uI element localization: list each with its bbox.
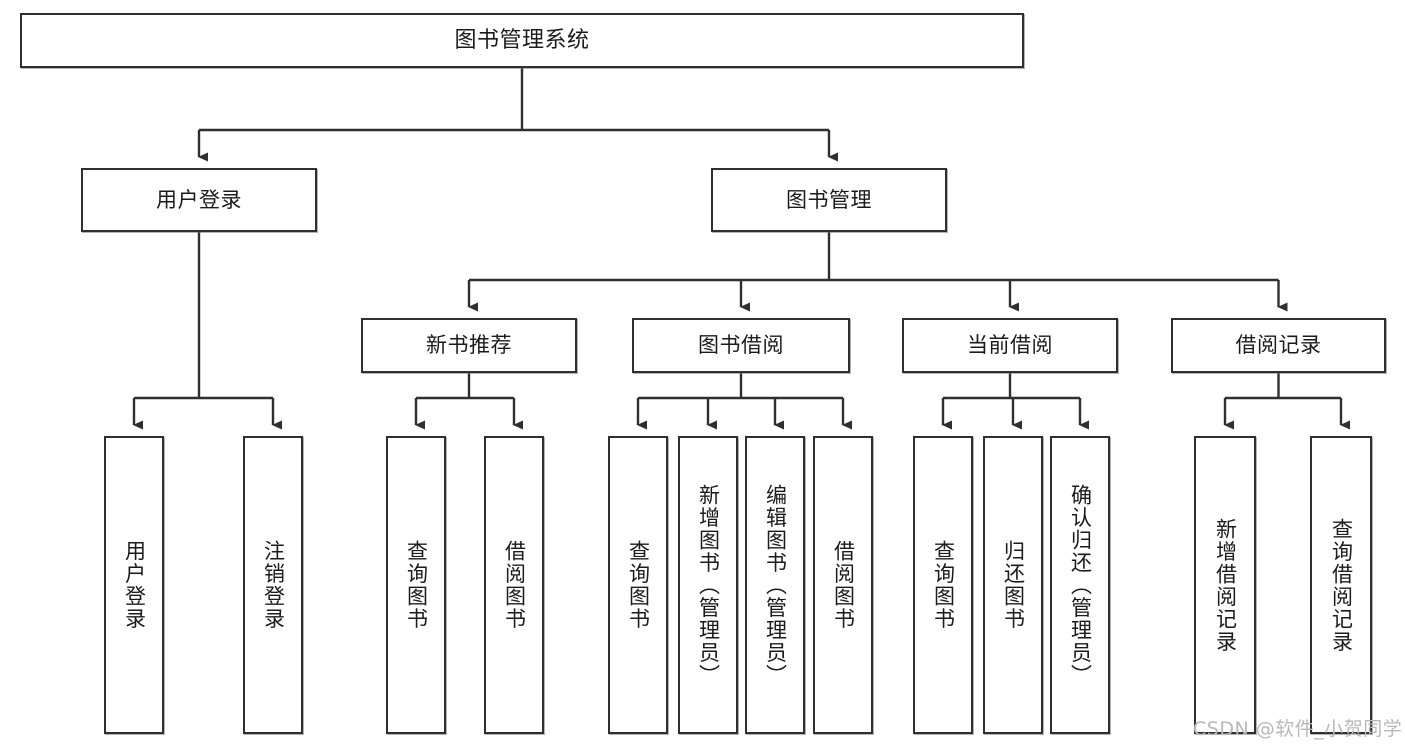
node-book-borrow[interactable]: 图书借阅 <box>632 318 850 373</box>
node-book-management-label: 图书管理 <box>786 187 872 212</box>
node-borrow-record-label: 借阅记录 <box>1235 333 1322 358</box>
node-leaf-borrow-book-2[interactable]: 借阅图书 <box>813 436 873 734</box>
node-current-borrow[interactable]: 当前借阅 <box>902 318 1118 373</box>
node-leaf-add-book[interactable]: 新增图书（管理员） <box>678 436 738 734</box>
node-root-label: 图书管理系统 <box>454 27 590 53</box>
node-leaf-query-book-1-label: 查询图书 <box>404 540 429 630</box>
node-leaf-query-book-3[interactable]: 查询图书 <box>913 436 973 734</box>
node-user-login[interactable]: 用户登录 <box>81 168 317 232</box>
node-leaf-query-book-2-label: 查询图书 <box>626 540 651 630</box>
node-leaf-logout[interactable]: 注销登录 <box>243 436 303 734</box>
node-leaf-borrow-book-1-label: 借阅图书 <box>502 540 527 630</box>
node-leaf-add-record-label: 新增借阅记录 <box>1213 517 1238 653</box>
node-user-login-label: 用户登录 <box>156 187 242 212</box>
node-leaf-borrow-book-2-label: 借阅图书 <box>831 540 856 630</box>
node-leaf-query-book-1[interactable]: 查询图书 <box>386 436 446 734</box>
node-current-borrow-label: 当前借阅 <box>967 333 1053 358</box>
node-new-book-recommend-label: 新书推荐 <box>426 333 512 358</box>
node-leaf-user-login[interactable]: 用户登录 <box>104 436 164 734</box>
node-leaf-edit-book[interactable]: 编辑图书（管理员） <box>745 436 805 734</box>
node-borrow-record[interactable]: 借阅记录 <box>1171 318 1386 373</box>
node-leaf-return-book-label: 归还图书 <box>1001 540 1026 630</box>
node-leaf-logout-label: 注销登录 <box>261 540 286 630</box>
node-leaf-query-book-2[interactable]: 查询图书 <box>608 436 668 734</box>
node-leaf-confirm-return[interactable]: 确认归还（管理员） <box>1050 436 1110 734</box>
node-leaf-return-book[interactable]: 归还图书 <box>983 436 1043 734</box>
node-leaf-add-book-label: 新增图书（管理员） <box>696 483 721 687</box>
node-root[interactable]: 图书管理系统 <box>20 13 1024 68</box>
node-new-book-recommend[interactable]: 新书推荐 <box>361 318 577 373</box>
node-leaf-query-record[interactable]: 查询借阅记录 <box>1310 436 1372 734</box>
node-leaf-edit-book-label: 编辑图书（管理员） <box>763 483 788 687</box>
node-leaf-borrow-book-1[interactable]: 借阅图书 <box>484 436 544 734</box>
node-book-borrow-label: 图书借阅 <box>698 333 784 358</box>
node-leaf-query-record-label: 查询借阅记录 <box>1329 517 1354 653</box>
node-leaf-add-record[interactable]: 新增借阅记录 <box>1194 436 1256 734</box>
node-leaf-query-book-3-label: 查询图书 <box>931 540 956 630</box>
node-leaf-user-login-label: 用户登录 <box>122 540 147 630</box>
node-book-management[interactable]: 图书管理 <box>711 168 947 232</box>
node-leaf-confirm-return-label: 确认归还（管理员） <box>1068 483 1093 687</box>
csdn-watermark: CSDN @软件_小贺同学 <box>1193 718 1403 740</box>
